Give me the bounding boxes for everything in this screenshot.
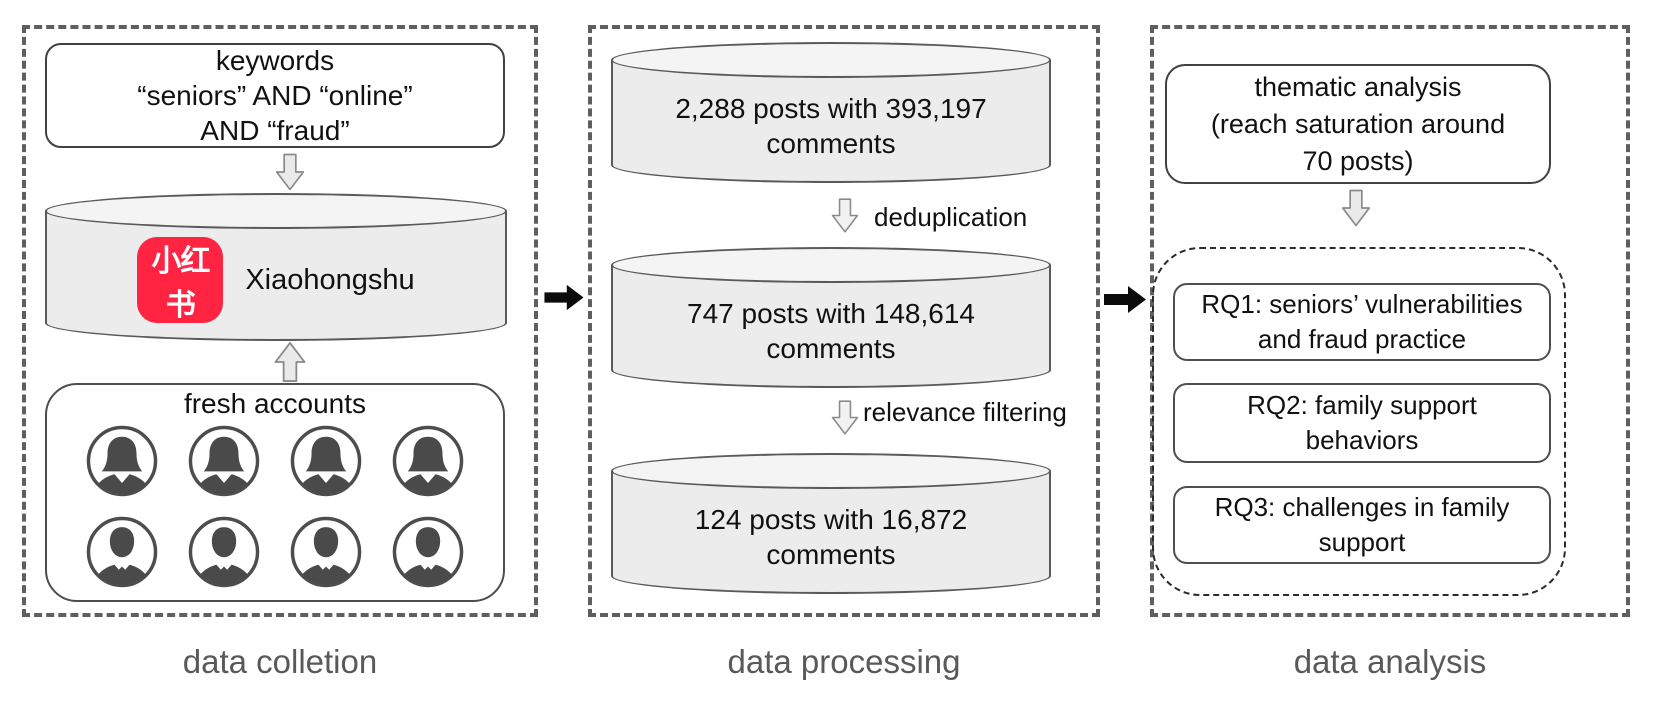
cylinder-top-ellipse — [611, 247, 1051, 283]
cylinder-body — [611, 265, 1051, 388]
panel-label-data-collection: data colletion — [182, 643, 378, 680]
step-label-relevance-filtering: relevance filtering — [863, 397, 1067, 427]
cylinder-posts-filtered: 124 posts with 16,872 comments — [611, 453, 1051, 594]
up-arrow-icon — [273, 342, 307, 382]
male-avatar-icon — [289, 515, 363, 589]
rq3-box: RQ3: challenges in family support — [1173, 486, 1551, 564]
thematic-analysis-box: thematic analysis (reach saturation arou… — [1165, 64, 1551, 184]
female-avatar-icon — [289, 424, 363, 498]
cylinder-posts-raw: 2,288 posts with 393,197 comments — [611, 42, 1051, 183]
cylinder-body — [611, 60, 1051, 183]
panel-label-data-processing: data processing — [727, 643, 961, 680]
cylinder-top-ellipse — [45, 193, 507, 229]
xiaohongshu-cylinder: 小红书 Xiaohongshu — [45, 193, 507, 341]
cylinder-body — [611, 471, 1051, 594]
cylinder-posts-deduplicated: 747 posts with 148,614 comments — [611, 247, 1051, 388]
xiaohongshu-name: Xiaohongshu — [245, 263, 415, 296]
cylinder-top-ellipse — [611, 453, 1051, 489]
right-arrow-icon — [1104, 285, 1146, 314]
rq1-box: RQ1: seniors’ vulnerabilities and fraud … — [1173, 283, 1551, 361]
right-arrow-icon — [544, 284, 584, 311]
step-label-deduplication: deduplication — [874, 202, 1028, 232]
avatar-row — [47, 515, 503, 589]
cylinder-body — [45, 211, 507, 341]
panel-data-collection — [22, 25, 538, 617]
down-arrow-icon — [275, 153, 305, 191]
male-avatar-icon — [85, 515, 159, 589]
down-arrow-icon — [831, 396, 859, 439]
cylinder-top-ellipse — [611, 42, 1051, 78]
keywords-box: keywords “seniors” AND “online” AND “fra… — [45, 43, 505, 148]
female-avatar-icon — [85, 424, 159, 498]
down-arrow-icon — [831, 194, 859, 237]
male-avatar-icon — [187, 515, 261, 589]
down-arrow-icon — [1341, 188, 1371, 228]
panel-label-data-analysis: data analysis — [1293, 643, 1487, 680]
panel-data-processing — [588, 25, 1100, 617]
research-questions-container — [1152, 247, 1566, 596]
avatar-row — [47, 424, 503, 498]
female-avatar-icon — [391, 424, 465, 498]
male-avatar-icon — [391, 515, 465, 589]
female-avatar-icon — [187, 424, 261, 498]
rq2-box: RQ2: family support behaviors — [1173, 383, 1551, 463]
fresh-accounts-title: fresh accounts — [183, 388, 367, 419]
xiaohongshu-logo-icon: 小红书 — [137, 237, 224, 323]
cylinder-text: 124 posts with 16,872 comments — [694, 503, 968, 570]
fresh-accounts-box: fresh accounts — [45, 383, 505, 602]
cylinder-text: 2,288 posts with 393,197 comments — [675, 92, 987, 159]
cylinder-text: 747 posts with 148,614 comments — [687, 297, 975, 364]
xiaohongshu-row: 小红书 Xiaohongshu — [45, 219, 507, 341]
